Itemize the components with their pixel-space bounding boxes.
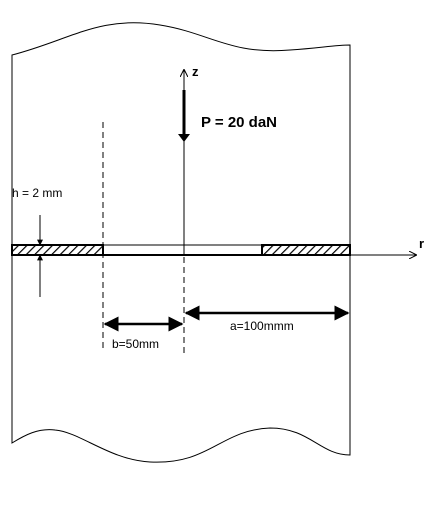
load-arrow-head <box>178 134 190 142</box>
plate-outline <box>11 22 351 463</box>
hatched-section-left <box>11 244 104 256</box>
z-axis-label: z <box>192 64 199 79</box>
r-axis-label: r <box>419 236 424 251</box>
load-label: P = 20 daN <box>201 114 277 131</box>
hatched-section-right <box>261 244 351 256</box>
dim-a-label: a=100mmm <box>230 319 294 333</box>
dim-b-label: b=50mm <box>112 337 159 351</box>
thickness-label: h = 2 mm <box>12 186 62 200</box>
